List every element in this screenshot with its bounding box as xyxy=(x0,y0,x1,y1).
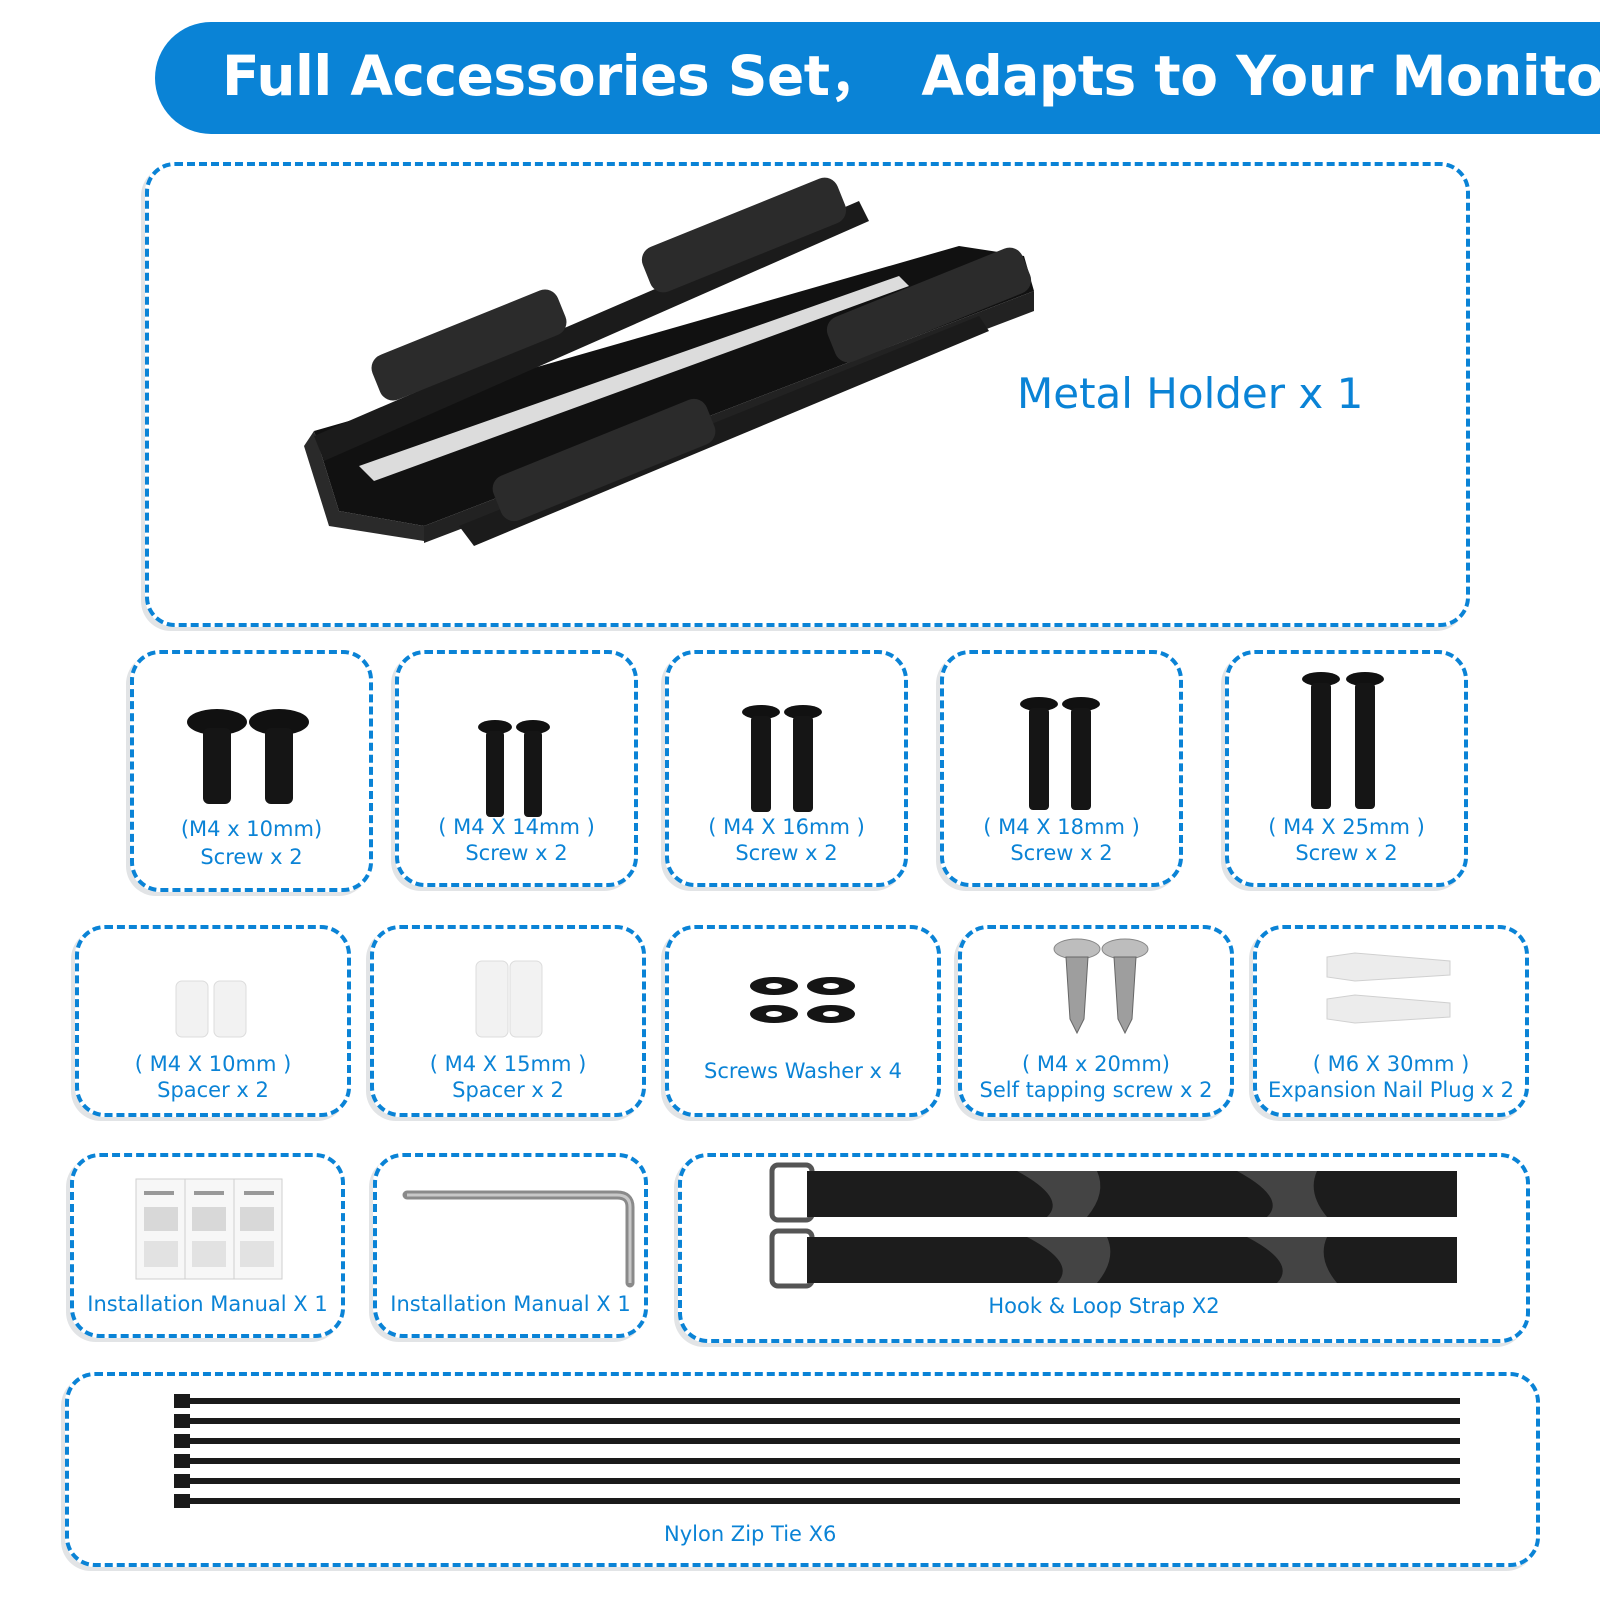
screw-qty: Screw x 2 xyxy=(465,841,568,865)
screw-qty: Screw x 2 xyxy=(1010,841,1113,865)
expansion-plug-spec: ( M6 X 30mm ) xyxy=(1312,1052,1470,1076)
screws-m4x16-image xyxy=(742,705,822,812)
screw-qty: Screw x 2 xyxy=(200,845,303,869)
expansion-plug-card: ( M6 X 30mm ) Expansion Nail Plug x 2 xyxy=(1253,925,1529,1117)
spacer-qty: Spacer x 2 xyxy=(452,1078,564,1102)
screw-qty: Screw x 2 xyxy=(735,841,838,865)
hook-loop-straps-image xyxy=(769,1162,1457,1289)
screw-card-m4x16: ( M4 X 16mm ) Screw x 2 xyxy=(665,650,908,887)
screw-card-m4x25: ( M4 X 25mm ) Screw x 2 xyxy=(1225,650,1468,887)
self-tapping-qty: Self tapping screw x 2 xyxy=(979,1078,1213,1102)
spacers-m4x15-image xyxy=(475,960,543,1038)
spacers-m4x10-image xyxy=(175,980,247,1038)
screws-m4x18-image xyxy=(1020,697,1100,810)
spacer-qty: Spacer x 2 xyxy=(157,1078,269,1102)
screw-card-m4x10: (M4 x 10mm) Screw x 2 xyxy=(130,650,373,892)
screws-m4x14-image xyxy=(478,720,550,817)
screw-spec: (M4 x 10mm) xyxy=(180,817,323,841)
screw-qty: Screw x 2 xyxy=(1295,841,1398,865)
spacer-spec: ( M4 X 10mm ) xyxy=(134,1052,292,1076)
hex-key-card: Installation Manual X 1 xyxy=(373,1153,648,1338)
spacer-spec: ( M4 X 15mm ) xyxy=(429,1052,587,1076)
screw-spec: ( M4 X 25mm ) xyxy=(1268,815,1425,839)
screw-spec: ( M4 X 16mm ) xyxy=(708,815,865,839)
metal-holder-label: Metal Holder x 1 xyxy=(1017,369,1364,418)
manual-card: Installation Manual X 1 xyxy=(70,1153,345,1338)
self-tapping-screw-card: ( M4 x 20mm) Self tapping screw x 2 xyxy=(958,925,1234,1117)
zip-tie-card: Nylon Zip Tie X6 xyxy=(65,1372,1540,1567)
strap-label: Hook & Loop Strap X2 xyxy=(988,1294,1220,1318)
screws-m4x10-image xyxy=(187,709,309,804)
washer-card: Screws Washer x 4 xyxy=(665,925,941,1117)
title-banner xyxy=(155,22,1600,134)
manual-label: Installation Manual X 1 xyxy=(87,1292,328,1316)
banner-title: Full Accessories Set， Adapts to Your Mon… xyxy=(222,44,1600,108)
expansion-plugs-image xyxy=(1326,952,1451,1024)
self-tapping-spec: ( M4 x 20mm) xyxy=(1022,1052,1170,1076)
spacer-card-m4x15: ( M4 X 15mm ) Spacer x 2 xyxy=(370,925,646,1117)
screw-spec: ( M4 X 18mm ) xyxy=(983,815,1140,839)
screw-card-m4x14: ( M4 X 14mm ) Screw x 2 xyxy=(395,650,638,887)
hex-key-label: Installation Manual X 1 xyxy=(390,1292,631,1316)
strap-card: Hook & Loop Strap X2 xyxy=(678,1153,1530,1343)
self-tapping-screws-image xyxy=(1053,938,1149,1035)
installation-manual-image xyxy=(135,1178,283,1280)
washer-label: Screws Washer x 4 xyxy=(704,1059,902,1083)
screws-m4x25-image xyxy=(1302,672,1384,809)
nylon-zip-ties-image xyxy=(174,1394,1460,1508)
screw-spec: ( M4 X 14mm ) xyxy=(438,815,595,839)
hex-key-image xyxy=(402,1190,635,1288)
zip-tie-label: Nylon Zip Tie X6 xyxy=(664,1522,837,1546)
metal-holder-card: Metal Holder x 1 xyxy=(145,162,1470,627)
expansion-plug-qty: Expansion Nail Plug x 2 xyxy=(1267,1078,1514,1102)
metal-holder-image xyxy=(304,177,1034,546)
washers-image xyxy=(750,977,855,1023)
screw-card-m4x18: ( M4 X 18mm ) Screw x 2 xyxy=(940,650,1183,887)
spacer-card-m4x10: ( M4 X 10mm ) Spacer x 2 xyxy=(75,925,351,1117)
